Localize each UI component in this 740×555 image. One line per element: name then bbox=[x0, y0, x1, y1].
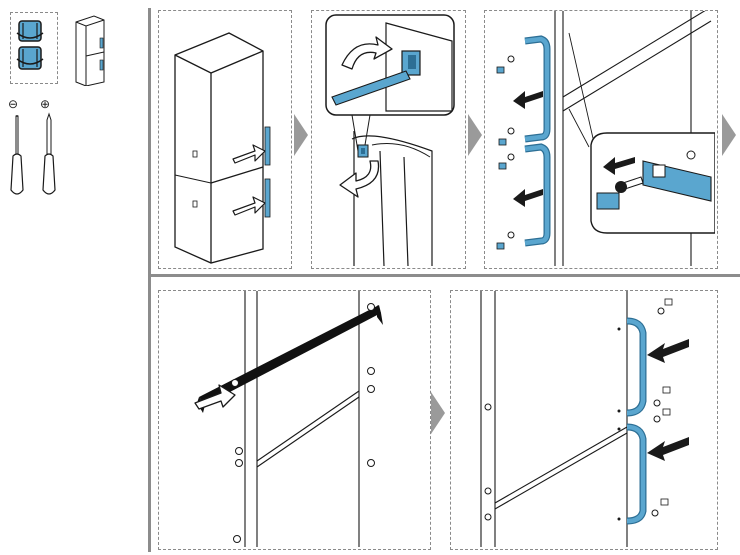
rotate-arrow-icon bbox=[339, 160, 380, 198]
screw-icon bbox=[507, 231, 515, 239]
fridge-icon bbox=[75, 15, 105, 86]
push-arrow-icon bbox=[232, 144, 266, 164]
step-panel-2 bbox=[311, 10, 466, 269]
handle-removal-illustration bbox=[496, 11, 715, 266]
screw-icon bbox=[657, 307, 665, 315]
cap-icon bbox=[498, 138, 507, 146]
screw-icon bbox=[235, 459, 243, 467]
screw-icon bbox=[235, 447, 243, 455]
screw-icon bbox=[507, 55, 515, 63]
step-panel-3 bbox=[484, 10, 718, 269]
screw-icon bbox=[507, 153, 515, 161]
screw-icon bbox=[231, 379, 239, 387]
screw-icon bbox=[367, 303, 375, 311]
step-arrow-icon bbox=[294, 114, 308, 156]
step-panel-5 bbox=[450, 290, 718, 550]
cap-icon bbox=[662, 408, 671, 416]
screw-icon bbox=[233, 535, 241, 543]
tools-column: ⊖ ⊕ bbox=[0, 0, 140, 555]
step-arrow-icon bbox=[722, 114, 736, 156]
plus-symbol: ⊕ bbox=[40, 97, 51, 111]
row-divider bbox=[151, 274, 740, 277]
push-arrow-icon bbox=[232, 196, 266, 216]
screw-icon bbox=[367, 385, 375, 393]
phillips-screwdriver-icon bbox=[42, 112, 56, 195]
cap-icon bbox=[662, 386, 671, 394]
minus-symbol: ⊖ bbox=[8, 97, 19, 111]
screw-icon bbox=[653, 415, 661, 423]
flat-screwdriver-icon bbox=[10, 115, 24, 195]
handle-reference-box bbox=[10, 12, 58, 84]
step-arrow-icon bbox=[468, 114, 482, 156]
cap-icon bbox=[496, 66, 505, 74]
handle-attach-illustration bbox=[480, 291, 689, 547]
screw-icon bbox=[653, 399, 661, 407]
rotate-arrow-icon bbox=[341, 36, 393, 70]
step-panel-1 bbox=[158, 10, 292, 269]
cap-icon bbox=[664, 298, 673, 306]
bar-handle-illustration bbox=[194, 291, 383, 547]
step-arrow-icon bbox=[431, 392, 445, 434]
screw-icon bbox=[507, 127, 515, 135]
door-handle-icon bbox=[16, 20, 44, 70]
fridge-illustration bbox=[174, 32, 271, 264]
cap-icon bbox=[660, 498, 669, 506]
cap-icon bbox=[498, 162, 507, 170]
screw-icon bbox=[367, 367, 375, 375]
cap-removal-illustration bbox=[325, 14, 455, 266]
step-panel-4 bbox=[158, 290, 431, 550]
section-divider bbox=[148, 8, 151, 552]
screw-icon bbox=[367, 459, 375, 467]
screw-icon bbox=[651, 509, 659, 517]
cap-icon bbox=[496, 242, 505, 250]
